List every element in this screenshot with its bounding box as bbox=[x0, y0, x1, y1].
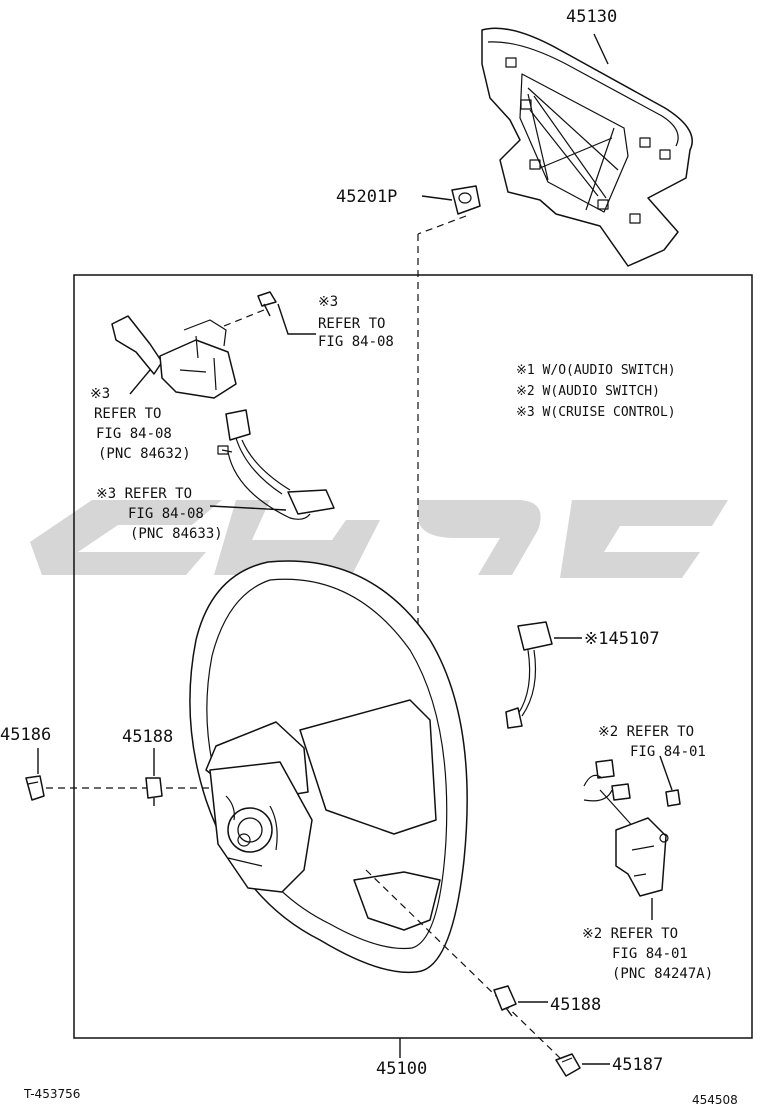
watermark bbox=[30, 500, 728, 578]
legend-line-3: ※3 W(CRUISE CONTROL) bbox=[516, 405, 676, 420]
screw-45188-right bbox=[493, 985, 517, 1017]
ref-top-right-1: ※3 bbox=[318, 294, 338, 310]
part-number-45187: 45187 bbox=[612, 1055, 663, 1075]
part-number-45100: 45100 bbox=[376, 1059, 427, 1079]
legend-line-2: ※2 W(AUDIO SWITCH) bbox=[516, 384, 660, 399]
part-number-45188-right: 45188 bbox=[550, 995, 601, 1015]
cruise-control-switch bbox=[111, 315, 237, 399]
screw-45188-left bbox=[145, 777, 163, 806]
legend-line-1: ※1 W/O(AUDIO SWITCH) bbox=[516, 363, 676, 378]
cruise-screw bbox=[257, 291, 277, 317]
ref-cruise-lever-4: (PNC 84632) bbox=[98, 446, 191, 462]
ref-cruise-lever-1: ※3 bbox=[90, 386, 110, 402]
ref-top-right-2: REFER TO bbox=[318, 316, 385, 332]
ref-audio-top-2: FIG 84-01 bbox=[630, 744, 706, 760]
part-number-45130: 45130 bbox=[566, 7, 617, 27]
ref-cruise-lever-3: FIG 84-08 bbox=[96, 426, 172, 442]
part-number-45186: 45186 bbox=[0, 725, 51, 745]
assembly-frame bbox=[73, 274, 753, 1039]
ref-cruise-harness-2: FIG 84-08 bbox=[128, 506, 204, 522]
caption-bottom-right: 454508 bbox=[692, 1093, 738, 1107]
ref-audio-bottom-1: ※2 REFER TO bbox=[582, 926, 678, 942]
ref-cruise-lever-2: REFER TO bbox=[94, 406, 161, 422]
harness-145107 bbox=[505, 621, 553, 729]
audio-screw bbox=[665, 789, 681, 807]
clip-45186 bbox=[25, 775, 45, 801]
part-number-145107: ※145107 bbox=[584, 629, 660, 649]
part-number-45188-left: 45188 bbox=[122, 727, 173, 747]
steering-wheel bbox=[189, 560, 468, 974]
ref-cruise-harness-1: ※3 REFER TO bbox=[96, 486, 192, 502]
airbag-pad bbox=[481, 27, 693, 267]
ref-cruise-harness-3: (PNC 84633) bbox=[130, 526, 223, 542]
audio-switch bbox=[583, 759, 669, 897]
grommet-45201P bbox=[451, 185, 481, 215]
part-number-45201P: 45201P bbox=[336, 187, 397, 207]
ref-audio-bottom-3: (PNC 84247A) bbox=[612, 966, 713, 982]
cap-45187 bbox=[555, 1053, 581, 1077]
ref-audio-top-1: ※2 REFER TO bbox=[598, 724, 694, 740]
ref-audio-bottom-2: FIG 84-01 bbox=[612, 946, 688, 962]
cruise-harness bbox=[217, 409, 335, 520]
caption-bottom-left: T-453756 bbox=[23, 1087, 80, 1101]
ref-top-right-3: FIG 84-08 bbox=[318, 334, 394, 350]
